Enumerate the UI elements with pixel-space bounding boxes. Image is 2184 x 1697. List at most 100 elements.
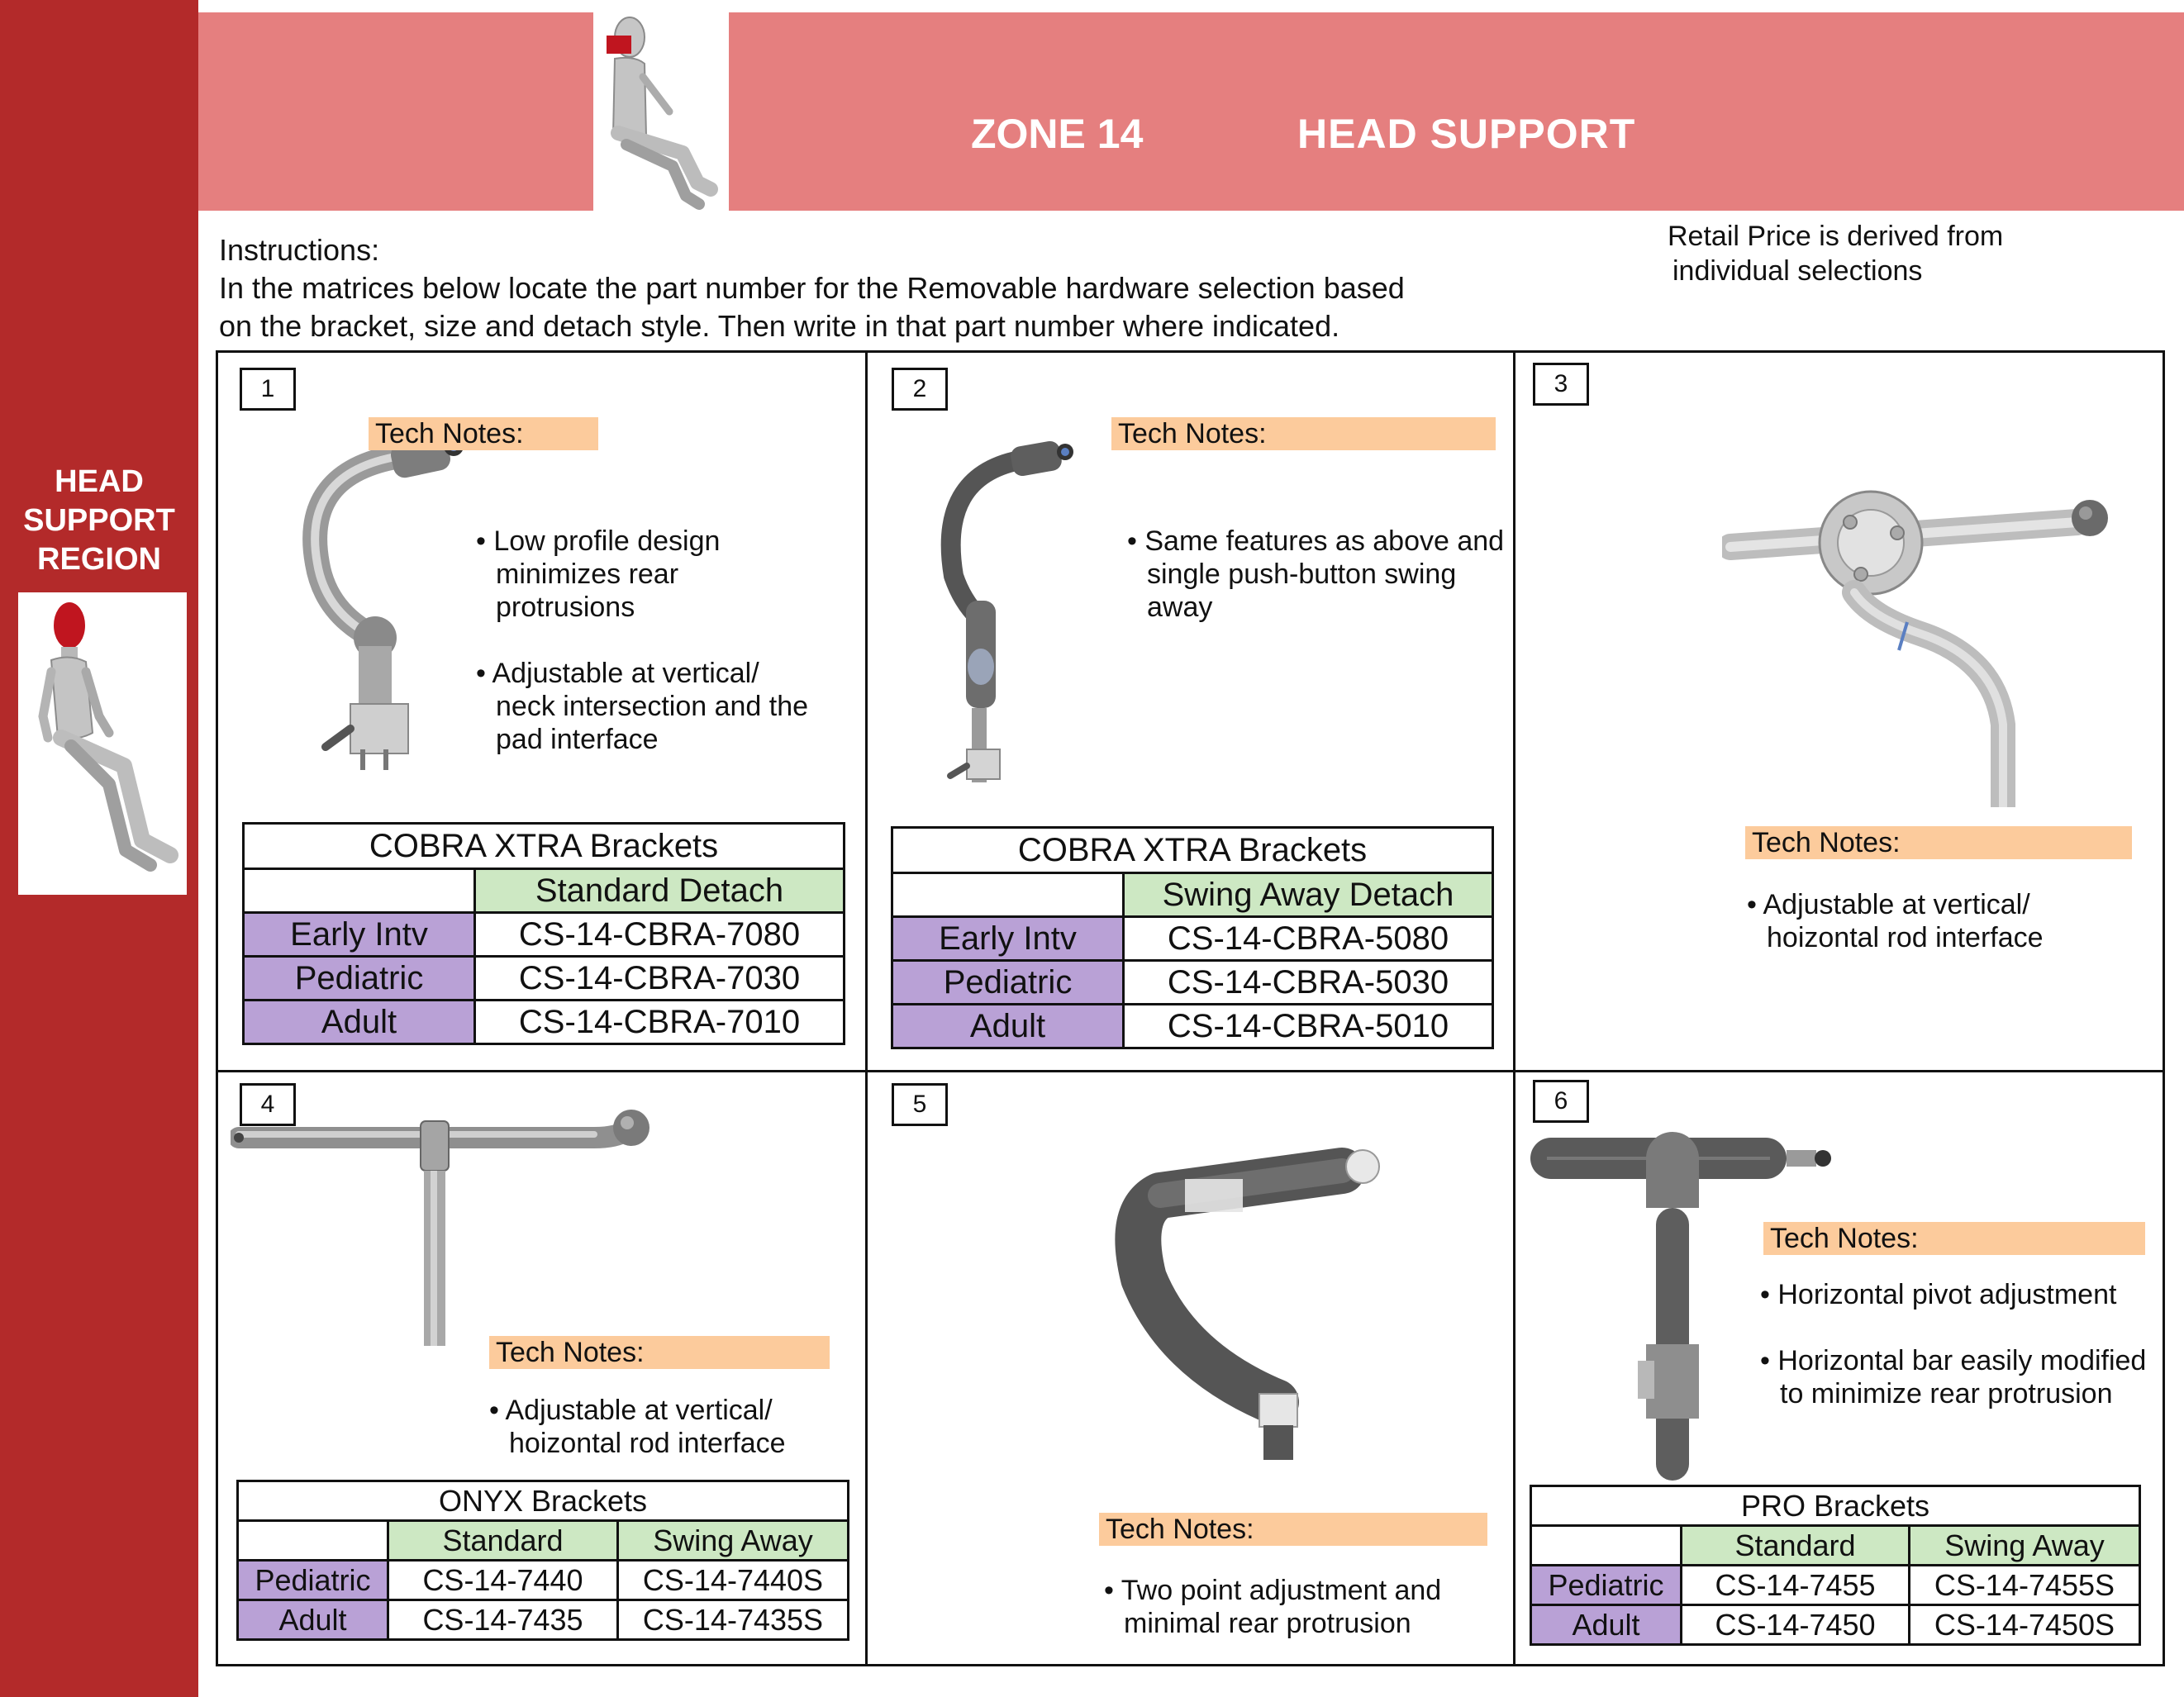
sidebar-title: HEAD SUPPORT REGION	[0, 463, 198, 579]
part-number: CS-14-7440	[387, 1559, 619, 1601]
tech-notes-list: Adjustable at vertical/ hoizontal rod in…	[1747, 888, 2144, 987]
row-header: Early Intv	[242, 911, 476, 958]
table-row: Adult CS-14-CBRA-5010	[891, 1003, 1494, 1049]
tech-notes-list: Same features as above and single push-b…	[1127, 525, 1507, 657]
tech-notes-label: Tech Notes:	[1763, 1222, 2145, 1255]
onyx-brackets-table: ONYX Brackets Standard Swing Away Pediat…	[236, 1480, 849, 1641]
instructions-line: In the matrices below locate the part nu…	[219, 271, 1405, 305]
part-number: CS-14-7450S	[1908, 1604, 2141, 1646]
table-row: Early Intv CS-14-CBRA-5080	[891, 915, 1494, 962]
column-header: Swing Away	[616, 1519, 849, 1562]
tech-note: Same features as above and single push-b…	[1127, 525, 1507, 624]
grid-divider	[1513, 353, 1515, 1664]
tech-note: Horizontal pivot adjustment	[1760, 1278, 2148, 1311]
zone-label: ZONE 14	[971, 111, 1144, 157]
seated-figure-image	[18, 592, 187, 895]
part-number: CS-14-CBRA-5030	[1122, 959, 1494, 1005]
cell-number: 5	[892, 1083, 948, 1126]
table-title: ONYX Brackets	[236, 1480, 849, 1522]
tech-notes-label: Tech Notes:	[489, 1336, 830, 1369]
sidebar-title-line: REGION	[37, 542, 161, 577]
column-header: Standard	[387, 1519, 619, 1562]
tech-notes-list: Low profile design minimizes rear protru…	[476, 525, 823, 789]
table-row: Adult CS-14-7435 CS-14-7435S	[236, 1599, 849, 1641]
grid-divider	[218, 1070, 2163, 1072]
table-row: Adult CS-14-CBRA-7010	[242, 999, 845, 1045]
part-number: CS-14-CBRA-7030	[473, 955, 845, 1001]
part-number: CS-14-7435	[387, 1599, 619, 1641]
cell-number: 6	[1533, 1080, 1589, 1123]
tech-notes-label: Tech Notes:	[1745, 826, 2132, 859]
cell-number: 3	[1533, 363, 1589, 406]
part-number: CS-14-CBRA-5080	[1122, 915, 1494, 962]
table-row: Adult CS-14-7450 CS-14-7450S	[1530, 1604, 2141, 1646]
sidebar: HEAD SUPPORT REGION	[0, 0, 198, 1697]
cell-number: 4	[240, 1083, 296, 1126]
instructions-line: Instructions:	[219, 233, 380, 267]
table-corner	[891, 872, 1125, 918]
table-corner	[236, 1519, 389, 1562]
row-header: Pediatric	[891, 959, 1125, 1005]
vertical-horizontal-rod-bracket-image	[1722, 490, 2108, 807]
part-number: CS-14-7455S	[1908, 1564, 2141, 1606]
part-number: CS-14-7435S	[616, 1599, 849, 1641]
tech-note: Horizontal bar easily modified to minimi…	[1760, 1344, 2148, 1410]
header-band: ZONE 14 HEAD SUPPORT	[198, 12, 2184, 227]
table-corner	[242, 868, 476, 914]
cobra-xtra-standard-bracket-image	[302, 435, 464, 770]
row-header: Adult	[891, 1003, 1125, 1049]
price-note-line: Retail Price is derived from	[1668, 221, 2004, 252]
table-title: COBRA XTRA Brackets	[242, 822, 845, 870]
column-header: Standard	[1680, 1524, 1910, 1566]
row-header: Adult	[1530, 1604, 1682, 1646]
row-header: Pediatric	[236, 1559, 389, 1601]
tech-notes-label: Tech Notes:	[1099, 1513, 1487, 1546]
price-note-line: individual selections	[1672, 255, 1923, 287]
part-number: CS-14-7455	[1680, 1564, 1910, 1606]
instructions-line: on the bracket, size and detach style. T…	[219, 309, 1340, 343]
tech-notes-label: Tech Notes:	[369, 417, 598, 450]
part-number: CS-14-7450	[1680, 1604, 1910, 1646]
instructions: Instructions: In the matrices below loca…	[219, 231, 1405, 345]
header-figure-image	[593, 12, 729, 227]
table-corner	[1530, 1524, 1682, 1566]
tech-note: Two point adjustment and minimal rear pr…	[1104, 1574, 1484, 1640]
cobra-xtra-standard-table: COBRA XTRA Brackets Standard Detach Earl…	[242, 822, 845, 1045]
sidebar-title-line: SUPPORT	[23, 503, 175, 538]
cobra-xtra-swing-away-table: COBRA XTRA Brackets Swing Away Detach Ea…	[891, 826, 1494, 1049]
row-header: Early Intv	[891, 915, 1125, 962]
cell-number: 2	[892, 368, 948, 411]
row-header: Pediatric	[242, 955, 476, 1001]
two-point-bracket-image	[1115, 1148, 1380, 1460]
pro-brackets-table: PRO Brackets Standard Swing Away Pediatr…	[1530, 1485, 2141, 1646]
table-row: Pediatric CS-14-7455 CS-14-7455S	[1530, 1564, 2141, 1606]
table-title: COBRA XTRA Brackets	[891, 826, 1494, 874]
product-grid: 1 Tech Notes: Low profile design minimiz…	[216, 350, 2165, 1666]
zone-title: HEAD SUPPORT	[1297, 111, 1636, 157]
table-row: Early Intv CS-14-CBRA-7080	[242, 911, 845, 958]
column-header: Standard Detach	[473, 868, 845, 914]
tech-notes-list: Adjustable at vertical/ hoizontal rod in…	[489, 1394, 836, 1493]
table-row: Pediatric CS-14-CBRA-7030	[242, 955, 845, 1001]
cobra-xtra-swing-away-bracket-image	[940, 440, 1073, 782]
column-header: Swing Away	[1908, 1524, 2141, 1566]
sidebar-title-line: HEAD	[55, 464, 144, 499]
row-header: Adult	[236, 1599, 389, 1641]
part-number: CS-14-CBRA-7010	[473, 999, 845, 1045]
cell-number: 1	[240, 368, 296, 411]
tech-note: Adjustable at vertical/ hoizontal rod in…	[1747, 888, 2144, 954]
part-number: CS-14-CBRA-5010	[1122, 1003, 1494, 1049]
tech-note: Adjustable at vertical/ neck intersectio…	[476, 657, 823, 756]
price-note: Retail Price is derived from individual …	[1668, 219, 2003, 288]
tech-notes-list: Horizontal pivot adjustment Horizontal b…	[1760, 1278, 2148, 1443]
table-row: Pediatric CS-14-CBRA-5030	[891, 959, 1494, 1005]
tech-note: Adjustable at vertical/ hoizontal rod in…	[489, 1394, 836, 1460]
tech-notes-list: Two point adjustment and minimal rear pr…	[1104, 1574, 1484, 1673]
pro-bracket-image	[1530, 1132, 1831, 1481]
column-header: Swing Away Detach	[1122, 872, 1494, 918]
part-number: CS-14-CBRA-7080	[473, 911, 845, 958]
seated-figure-icon	[607, 17, 718, 210]
onyx-bracket-image	[231, 1110, 649, 1346]
table-title: PRO Brackets	[1530, 1485, 2141, 1527]
table-row: Pediatric CS-14-7440 CS-14-7440S	[236, 1559, 849, 1601]
